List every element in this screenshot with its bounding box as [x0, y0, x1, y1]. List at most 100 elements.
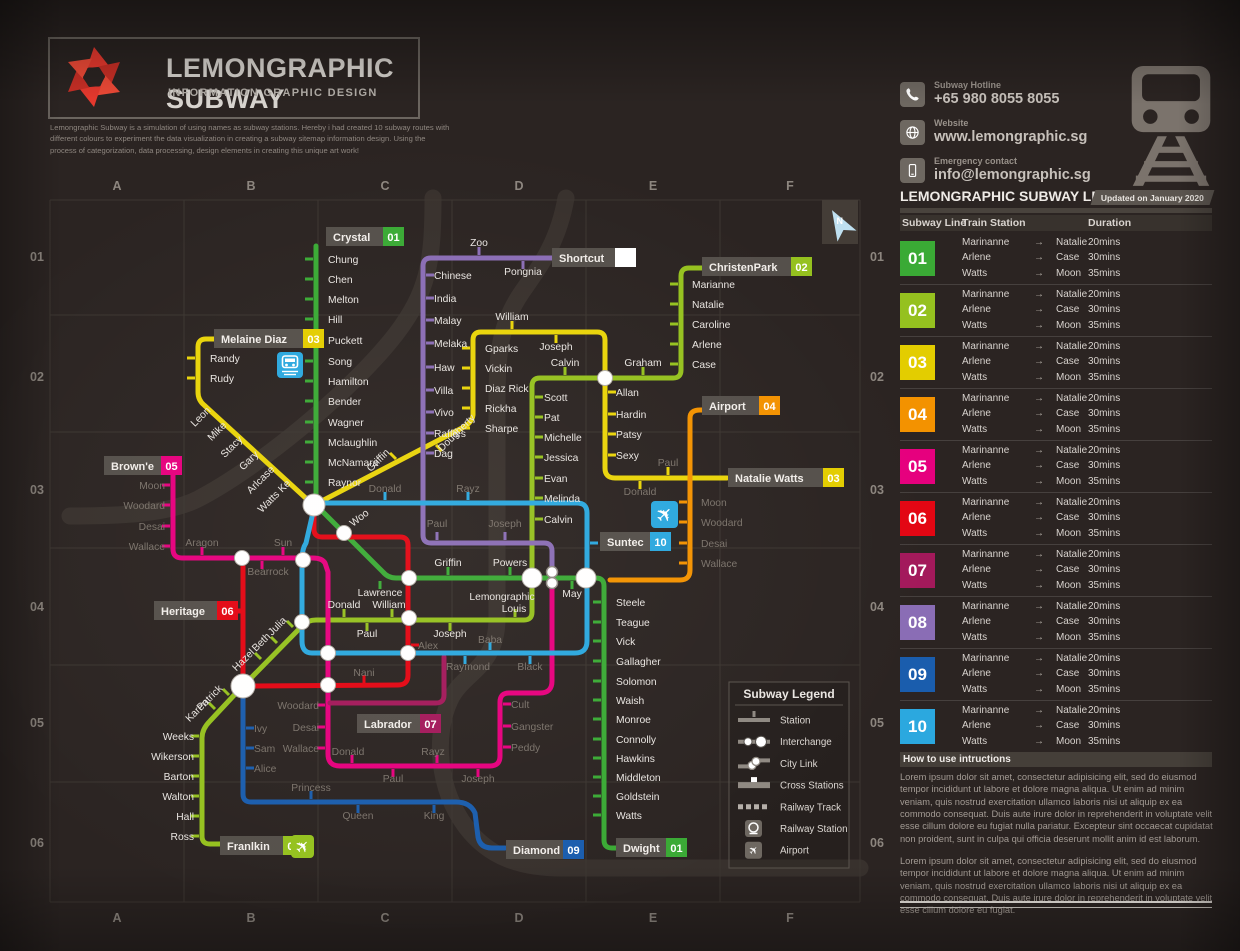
station-label[interactable]: Evan: [544, 474, 568, 485]
station-label[interactable]: Woo: [348, 508, 372, 530]
station-label[interactable]: Allan: [616, 388, 639, 399]
station-label[interactable]: Woodard: [123, 501, 165, 512]
station-label[interactable]: Moon: [139, 481, 165, 492]
station-label[interactable]: McNamara: [328, 458, 379, 469]
station-label[interactable]: Villa: [434, 386, 454, 397]
station-label[interactable]: Watts: [616, 811, 642, 822]
railway-station-icon[interactable]: [277, 352, 303, 378]
station-label[interactable]: Joseph: [433, 629, 466, 640]
station-label[interactable]: Dag: [434, 449, 453, 460]
station-label[interactable]: Teague: [616, 618, 650, 629]
station-label[interactable]: Julia: [266, 615, 289, 638]
station-label[interactable]: Graham: [624, 358, 661, 369]
station-label[interactable]: Paul: [658, 458, 679, 469]
station-label[interactable]: Desai: [701, 539, 727, 550]
station-label[interactable]: Peddy: [511, 743, 541, 754]
station-label[interactable]: Case: [692, 360, 716, 371]
station-label[interactable]: Hamilton: [328, 377, 369, 388]
station-label[interactable]: India: [434, 294, 457, 305]
station-label[interactable]: Gallagher: [616, 657, 661, 668]
station-label[interactable]: Haw: [434, 363, 455, 374]
station-label[interactable]: Waish: [616, 696, 644, 707]
station-label[interactable]: Puckett: [328, 336, 362, 347]
airport-icon[interactable]: ✈: [651, 501, 679, 529]
station-label[interactable]: Calvin: [544, 515, 573, 526]
station-label[interactable]: Hall: [176, 812, 194, 823]
station-label[interactable]: Randy: [210, 354, 241, 365]
station-label[interactable]: Donald: [328, 600, 361, 611]
station-label[interactable]: Sun: [274, 538, 293, 549]
station-label[interactable]: Cult: [511, 700, 529, 711]
station-label[interactable]: Vickin: [485, 364, 513, 375]
station-label[interactable]: Calvin: [551, 358, 580, 369]
contact-value[interactable]: info@lemongraphic.sg: [934, 167, 1091, 183]
station-label[interactable]: Rickha: [485, 404, 517, 415]
interchange-circle[interactable]: [230, 673, 256, 699]
station-label[interactable]: Hardin: [616, 410, 647, 421]
station-label[interactable]: Mclaughlin: [328, 438, 377, 449]
station-label[interactable]: Ross: [171, 832, 194, 843]
station-label[interactable]: Desai: [293, 723, 319, 734]
station-label[interactable]: Woodard: [701, 518, 743, 529]
station-label[interactable]: Wallace: [283, 744, 320, 755]
station-label[interactable]: Wagner: [328, 418, 364, 429]
station-label[interactable]: Powers: [493, 558, 527, 569]
interchange-circle[interactable]: [521, 567, 543, 589]
station-label[interactable]: Donald: [332, 747, 365, 758]
contact-value[interactable]: www.lemongraphic.sg: [934, 129, 1088, 145]
station-label[interactable]: Malay: [434, 316, 462, 327]
station-label[interactable]: Sam: [254, 744, 275, 755]
station-label[interactable]: Woodard: [277, 701, 319, 712]
station-label[interactable]: Vivo: [434, 408, 454, 419]
station-label[interactable]: Monroe: [616, 715, 651, 726]
station-label[interactable]: Hawkins: [616, 754, 655, 765]
station-label[interactable]: Chung: [328, 255, 359, 266]
station-label[interactable]: Rayz: [421, 747, 444, 758]
interchange-circle[interactable]: [597, 370, 613, 386]
station-label[interactable]: Rayz: [456, 484, 479, 495]
station-label[interactable]: Joseph: [539, 342, 572, 353]
station-label[interactable]: Alex: [418, 641, 439, 652]
station-label[interactable]: Steele: [616, 598, 645, 609]
airport-icon[interactable]: ✈: [290, 834, 314, 858]
interchange-circle[interactable]: [295, 552, 311, 568]
station-label[interactable]: Alice: [254, 764, 277, 775]
station-label[interactable]: Princess: [291, 783, 330, 794]
station-label[interactable]: Black: [517, 662, 543, 673]
station-label[interactable]: Marianne: [692, 280, 735, 291]
station-label[interactable]: May: [562, 589, 582, 600]
station-label[interactable]: Melton: [328, 295, 359, 306]
station-label[interactable]: King: [424, 811, 445, 822]
station-label[interactable]: Goldstein: [616, 792, 660, 803]
interchange-circle[interactable]: [320, 645, 336, 661]
station-label[interactable]: Moon: [701, 498, 727, 509]
station-label[interactable]: Bender: [328, 397, 362, 408]
station-label[interactable]: Diaz Rick: [485, 384, 529, 395]
station-label[interactable]: Wallace: [129, 542, 166, 553]
station-label[interactable]: Solomon: [616, 677, 657, 688]
station-label[interactable]: Desai: [139, 522, 165, 533]
station-label[interactable]: Arlene: [692, 340, 722, 351]
station-label[interactable]: Joseph: [488, 519, 521, 530]
station-label[interactable]: Gparks: [485, 344, 518, 355]
interchange-circle[interactable]: [294, 614, 310, 630]
station-label[interactable]: Chinese: [434, 271, 472, 282]
station-label[interactable]: Caroline: [692, 320, 731, 331]
station-label[interactable]: Raymond: [446, 662, 490, 673]
station-label[interactable]: Wallace: [701, 559, 738, 570]
station-label[interactable]: Donald: [369, 484, 402, 495]
station-label[interactable]: Lemongraphic: [469, 592, 534, 603]
interchange-circle[interactable]: [400, 645, 416, 661]
station-label[interactable]: Wikerson: [151, 752, 194, 763]
interchange-circle[interactable]: [401, 610, 417, 626]
